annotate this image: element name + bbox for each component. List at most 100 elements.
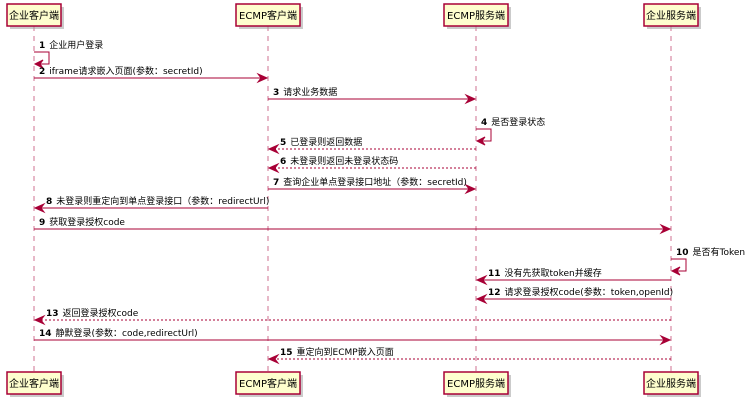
arrowhead-icon (670, 266, 681, 276)
participant-box-bottom: 企业客户端 (6, 371, 64, 397)
participant-box-rect (643, 3, 699, 27)
participant-box-top: 企业服务端 (643, 3, 701, 29)
message-number: 1 (39, 41, 45, 51)
participant-label: ECMP客户端 (239, 9, 297, 22)
arrowhead-icon (267, 162, 280, 174)
message-text: 是否有Token (693, 246, 746, 258)
message-number: 10 (676, 248, 689, 258)
message-label: 14 静默登录(参数：code,redirectUrl) (39, 327, 198, 339)
message-text: 没有先获取token并缓存 (505, 267, 602, 279)
message-label: 6 未登录则返回未登录状态码 (280, 155, 398, 167)
arrowhead-icon (33, 202, 46, 214)
arrowhead-icon (33, 314, 46, 326)
participant-box-rect (6, 371, 62, 395)
message-text: 请求登录授权code(参数：token,openId) (505, 286, 674, 298)
participant-box-rect (443, 3, 509, 27)
message-number: 9 (39, 218, 45, 228)
message-10: 10 是否有Token (670, 246, 745, 276)
participant-box-bottom: ECMP客户端 (235, 371, 303, 397)
message-number: 3 (273, 88, 279, 98)
participant-box-rect (235, 3, 301, 27)
message-text: 未登录则重定向到单点登录接口（参数：redirectUrl) (56, 195, 269, 207)
message-number: 13 (46, 309, 59, 319)
message-4: 4 是否登录状态 (475, 116, 545, 146)
participant-box-rect (443, 371, 509, 395)
message-text: 企业用户登录 (49, 39, 103, 51)
message-11: 11 没有先获取token并缓存 (475, 267, 671, 286)
participant-box-rect (235, 371, 301, 395)
arrowhead-icon (659, 223, 672, 235)
message-text: 返回登录授权code (63, 307, 139, 319)
message-number: 2 (39, 67, 45, 77)
message-number: 5 (280, 138, 286, 148)
message-number: 6 (280, 157, 286, 167)
participant-label: 企业服务端 (646, 9, 696, 22)
participant-label: 企业服务端 (646, 377, 696, 390)
participant-box-bottom: ECMP服务端 (443, 371, 511, 397)
message-label: 2 iframe请求嵌入页面(参数：secretId) (39, 65, 203, 77)
message-label: 12 请求登录授权code(参数：token,openId) (488, 286, 673, 298)
arrowhead-icon (475, 293, 488, 305)
participant-label: ECMP服务端 (447, 9, 505, 22)
message-number: 15 (280, 348, 293, 358)
message-text: iframe请求嵌入页面(参数：secretId) (49, 65, 202, 77)
self-message-arrow (476, 128, 492, 142)
participant-box-rect (643, 371, 699, 395)
arrowhead-icon (267, 143, 280, 155)
arrowhead-icon (659, 334, 672, 346)
message-3: 3 请求业务数据 (268, 86, 477, 105)
participant-box-top: 企业客户端 (6, 3, 64, 29)
message-number: 14 (39, 329, 52, 339)
arrowhead-icon (256, 72, 269, 84)
message-1: 1 企业用户登录 (33, 39, 103, 69)
message-text: 是否登录状态 (491, 116, 545, 128)
participant-box-bottom: 企业服务端 (643, 371, 701, 397)
arrowhead-icon (464, 93, 477, 105)
message-label: 8 未登录则重定向到单点登录接口（参数：redirectUrl) (46, 195, 269, 207)
message-label: 10 是否有Token (676, 246, 745, 258)
message-7: 7 查询企业单点登录接口地址（参数：secretId) (268, 176, 477, 195)
message-12: 12 请求登录授权code(参数：token,openId) (475, 286, 673, 305)
message-label: 3 请求业务数据 (273, 86, 337, 98)
message-text: 请求业务数据 (283, 86, 337, 98)
arrowhead-icon (475, 136, 486, 146)
self-message-arrow (34, 51, 50, 65)
message-number: 4 (481, 118, 487, 128)
self-message-arrow (671, 258, 687, 272)
message-number: 11 (488, 269, 501, 279)
message-number: 7 (273, 178, 279, 188)
message-text: 查询企业单点登录接口地址（参数：secretId) (283, 176, 467, 188)
message-5: 5 已登录则返回数据 (267, 136, 476, 155)
message-text: 静默登录(参数：code,redirectUrl) (56, 327, 198, 339)
message-label: 7 查询企业单点登录接口地址（参数：secretId) (273, 176, 467, 188)
message-8: 8 未登录则重定向到单点登录接口（参数：redirectUrl) (33, 195, 269, 214)
message-14: 14 静默登录(参数：code,redirectUrl) (34, 327, 672, 346)
participant-box-top: ECMP客户端 (235, 3, 303, 29)
message-label: 15 重定向到ECMP嵌入页面 (280, 346, 394, 358)
message-text: 未登录则返回未登录状态码 (290, 155, 398, 167)
arrowhead-icon (267, 353, 280, 365)
message-6: 6 未登录则返回未登录状态码 (267, 155, 476, 174)
message-label: 13 返回登录授权code (46, 307, 139, 319)
arrowhead-icon (33, 59, 44, 69)
message-2: 2 iframe请求嵌入页面(参数：secretId) (34, 65, 269, 84)
arrowhead-icon (464, 183, 477, 195)
arrowhead-icon (475, 274, 488, 286)
participant-box-top: ECMP服务端 (443, 3, 511, 29)
participant-label: 企业客户端 (9, 377, 59, 390)
message-13: 13 返回登录授权code (33, 307, 671, 326)
message-label: 5 已登录则返回数据 (280, 136, 362, 148)
message-15: 15 重定向到ECMP嵌入页面 (267, 346, 671, 365)
message-label: 1 企业用户登录 (39, 39, 103, 51)
message-number: 8 (46, 197, 52, 207)
participant-label: ECMP客户端 (239, 377, 297, 390)
participant-box-rect (6, 3, 62, 27)
participant-label: ECMP服务端 (447, 377, 505, 390)
message-text: 重定向到ECMP嵌入页面 (297, 346, 394, 358)
message-text: 已登录则返回数据 (290, 136, 362, 148)
participant-label: 企业客户端 (9, 9, 59, 22)
message-number: 12 (488, 288, 501, 298)
